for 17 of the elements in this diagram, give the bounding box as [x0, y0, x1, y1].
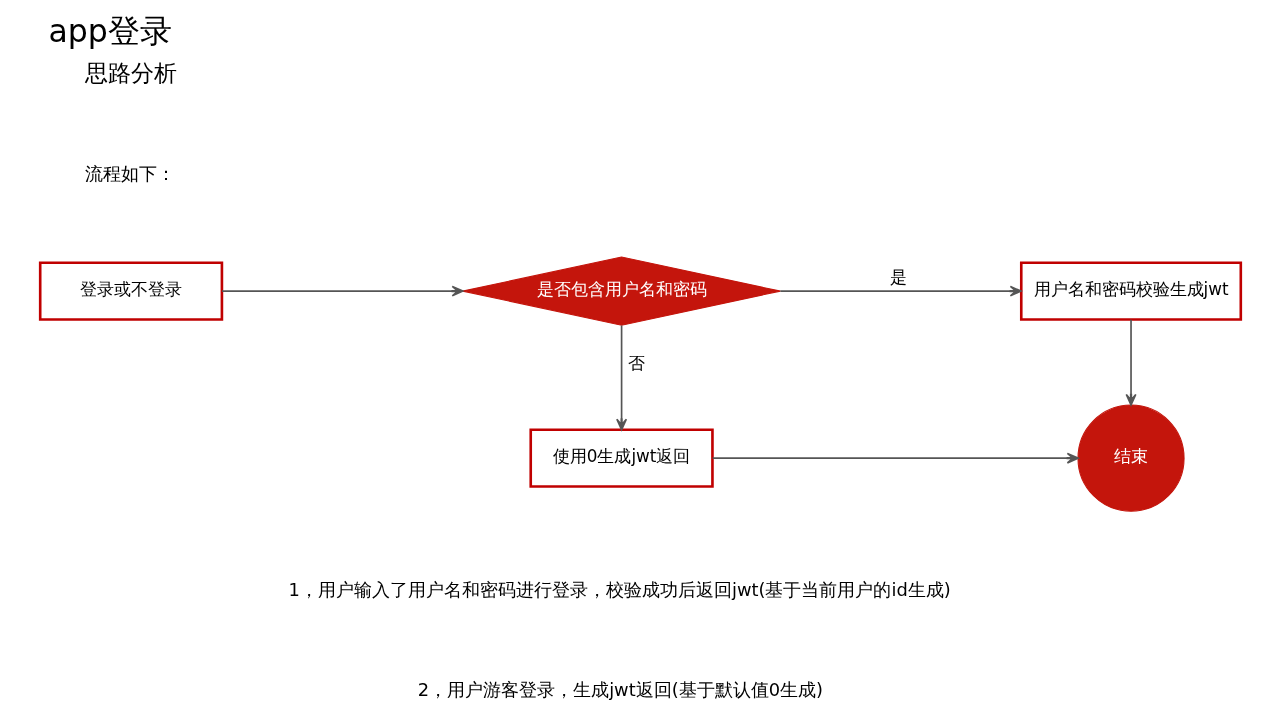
- arrow: [615, 324, 627, 431]
- label: 1，用户输入了用户名和密码进行登录，校验成功后返回jwt(基于当前用户的id生成): [288, 579, 951, 601]
- label: 2，用户游客登录，生成jwt返回(基于默认值0生成): [417, 679, 823, 701]
- node-box: 登录或不登录: [38, 261, 223, 321]
- arrow: [779, 285, 1022, 297]
- diagram-title: app登录: [47, 12, 172, 49]
- label: 思路分析: [84, 60, 177, 87]
- edge-label: 否: [627, 353, 645, 374]
- node-box: 用户名和密码校验生成jwt: [1019, 261, 1242, 321]
- node-diamond: 是否包含用户名和密码: [461, 256, 781, 326]
- arrow: [220, 285, 464, 297]
- arrow: [711, 452, 1079, 464]
- arrow: [1124, 318, 1137, 406]
- node-circle: 结束: [1076, 404, 1185, 512]
- node-box: 使用0生成jwt返回: [528, 428, 714, 488]
- edge-label: 是: [889, 266, 907, 287]
- label: 流程如下：: [84, 163, 175, 185]
